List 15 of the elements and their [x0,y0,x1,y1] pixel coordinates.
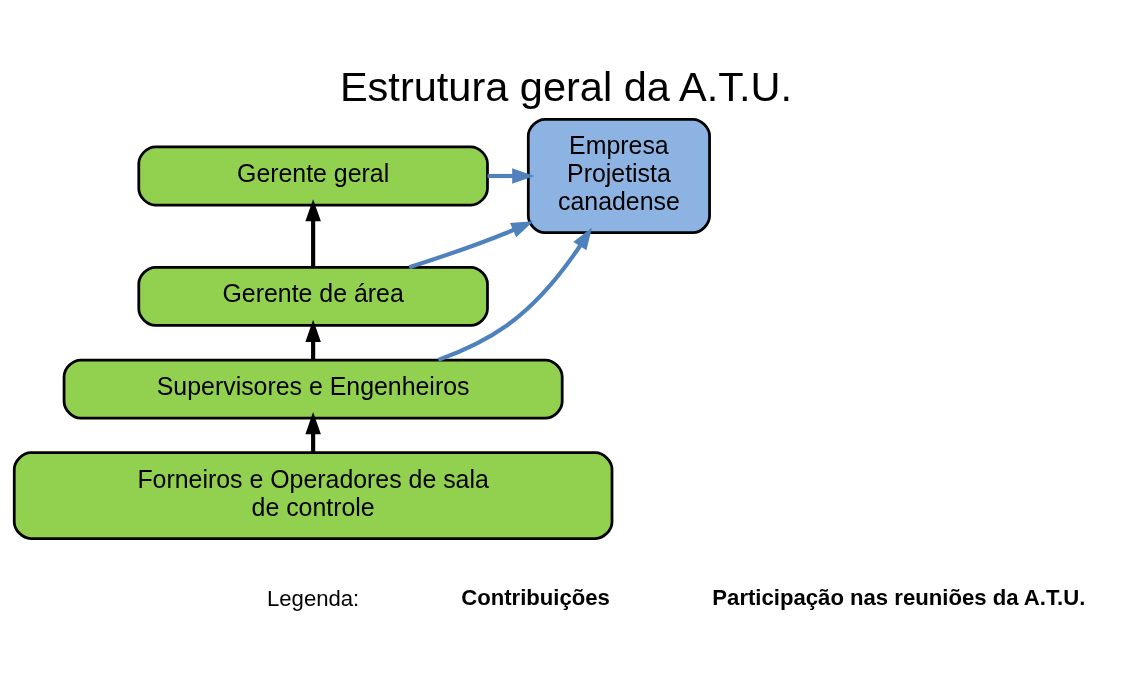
arrow [487,168,535,184]
legend-label: Contribuições [461,584,610,610]
node-box: Empresa Projetista canadense [526,117,711,235]
arrow [305,199,321,268]
legend-label: Participação nas reuniões da A.T.U. [712,584,1086,610]
arrow [437,227,592,362]
node-box: Gerente geral [137,145,489,207]
diagram-title: Estrutura geral da A.T.U. [339,63,793,111]
arrow [305,319,321,360]
arrow [305,412,321,453]
arrow [408,221,534,270]
node-box: Forneiros e Operadores de sala de controle [12,451,614,540]
node-box: Supervisores e Engenheiros [62,358,564,420]
node-box: Gerente de área [137,265,489,327]
label: Legenda: [266,586,360,612]
